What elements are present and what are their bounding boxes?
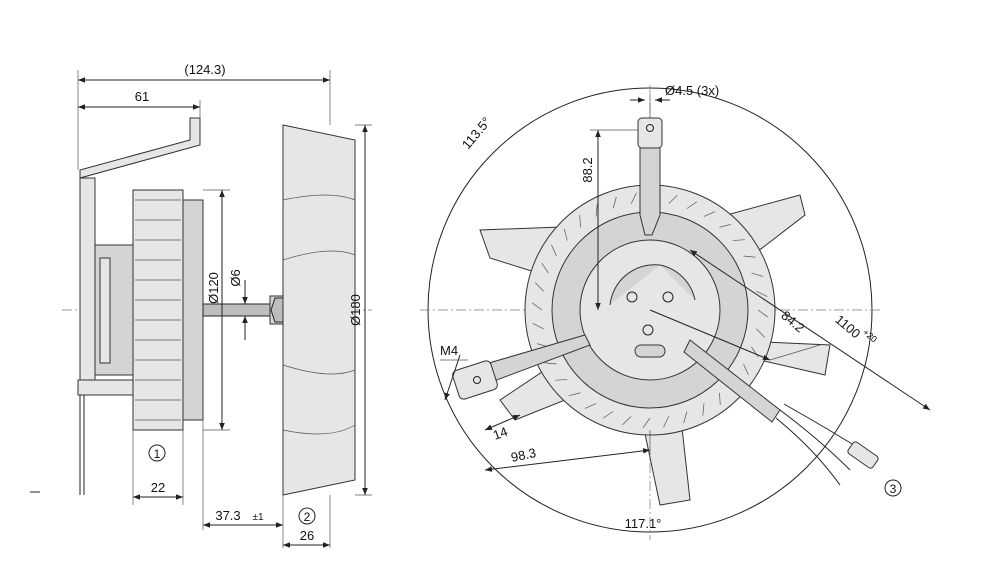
ring-slot [732, 239, 745, 241]
ring-slot [612, 196, 617, 209]
ring-slot [602, 411, 614, 419]
ring-slot [622, 416, 632, 426]
dim-m4: M4 [440, 343, 458, 358]
cover-label-slot [634, 344, 666, 358]
screw [642, 324, 654, 336]
callout-1: 1 [154, 447, 161, 461]
dim-dia180: Ø180 [348, 294, 363, 326]
dim-26: 26 [300, 528, 314, 543]
callout-circle-1 [148, 444, 166, 462]
dim-124-3: (124.3) [184, 62, 225, 77]
dim-dia6: Ø6 [228, 269, 243, 286]
ring-slot [555, 379, 568, 381]
dim-line-14 [484, 414, 521, 431]
shaft [202, 303, 274, 317]
motor-fins [135, 199, 181, 421]
callout-circle-2 [298, 507, 316, 525]
ring-slot [668, 194, 678, 204]
dim-line-m4 [444, 354, 461, 401]
side-view: (124.3) 61 Ø120 Ø6 Ø180 22 37.3 ±1 2 [30, 62, 372, 548]
front-view: Ø4.5 (3x) 88.2 84.2 1100 +20 M4 14 98.3 … [420, 83, 931, 540]
ring-slot [532, 323, 544, 330]
bracket-foot-top [637, 117, 663, 149]
callout-3: 3 [890, 482, 897, 496]
side-cable [79, 395, 85, 495]
dim-dia120: Ø120 [206, 272, 221, 304]
dim-61: 61 [135, 89, 149, 104]
dim-line-1100 [689, 249, 931, 411]
dim-line-98 [484, 448, 651, 472]
dim-1100: 1100 [832, 312, 863, 341]
bracket-arm-top [79, 117, 201, 179]
bracket-foot-left [452, 360, 498, 400]
ring-slot [683, 411, 688, 424]
angle-117-1: 117.1° [625, 516, 662, 531]
ring-slot [563, 228, 568, 241]
ring-slot [568, 392, 581, 397]
ring-slot [534, 282, 544, 292]
mount-hole [473, 376, 481, 384]
motor-rotor-front [182, 199, 204, 421]
dim-37-3: 37.3 [215, 508, 240, 523]
ring-slot [584, 403, 597, 409]
screw [626, 291, 638, 303]
cover-slot-left [609, 264, 661, 306]
ring-slot [544, 362, 557, 365]
callout-2: 2 [304, 510, 311, 524]
dim-22: 22 [151, 480, 165, 495]
motor-rotor [132, 189, 184, 431]
ring-slot [541, 262, 549, 274]
dim-37-3-tol: ±1 [252, 512, 263, 523]
ring-slot [579, 215, 581, 228]
dim-98-3: 98.3 [510, 445, 538, 465]
mount-hole [646, 124, 654, 132]
ring-slot [663, 416, 670, 428]
angle-113-5: 113.5° [459, 114, 494, 152]
screw [662, 291, 674, 303]
ring-slot [703, 211, 716, 217]
motor-back-ring [99, 257, 111, 364]
ring-slot [686, 201, 698, 209]
dim-14: 14 [491, 424, 510, 443]
ring-slot [719, 223, 732, 228]
ring-slot [551, 244, 557, 257]
bracket-plate [79, 177, 96, 396]
ring-slot [642, 417, 651, 428]
cable-connector [847, 441, 879, 469]
impeller-blade-edges [282, 194, 356, 435]
dim-hole-dia: Ø4.5 (3x) [665, 83, 719, 98]
ring-slot [630, 192, 637, 204]
ring-slot [532, 302, 543, 311]
impeller-side [282, 124, 356, 496]
dim-88-2: 88.2 [580, 157, 595, 182]
callout-circle-3 [884, 479, 902, 497]
